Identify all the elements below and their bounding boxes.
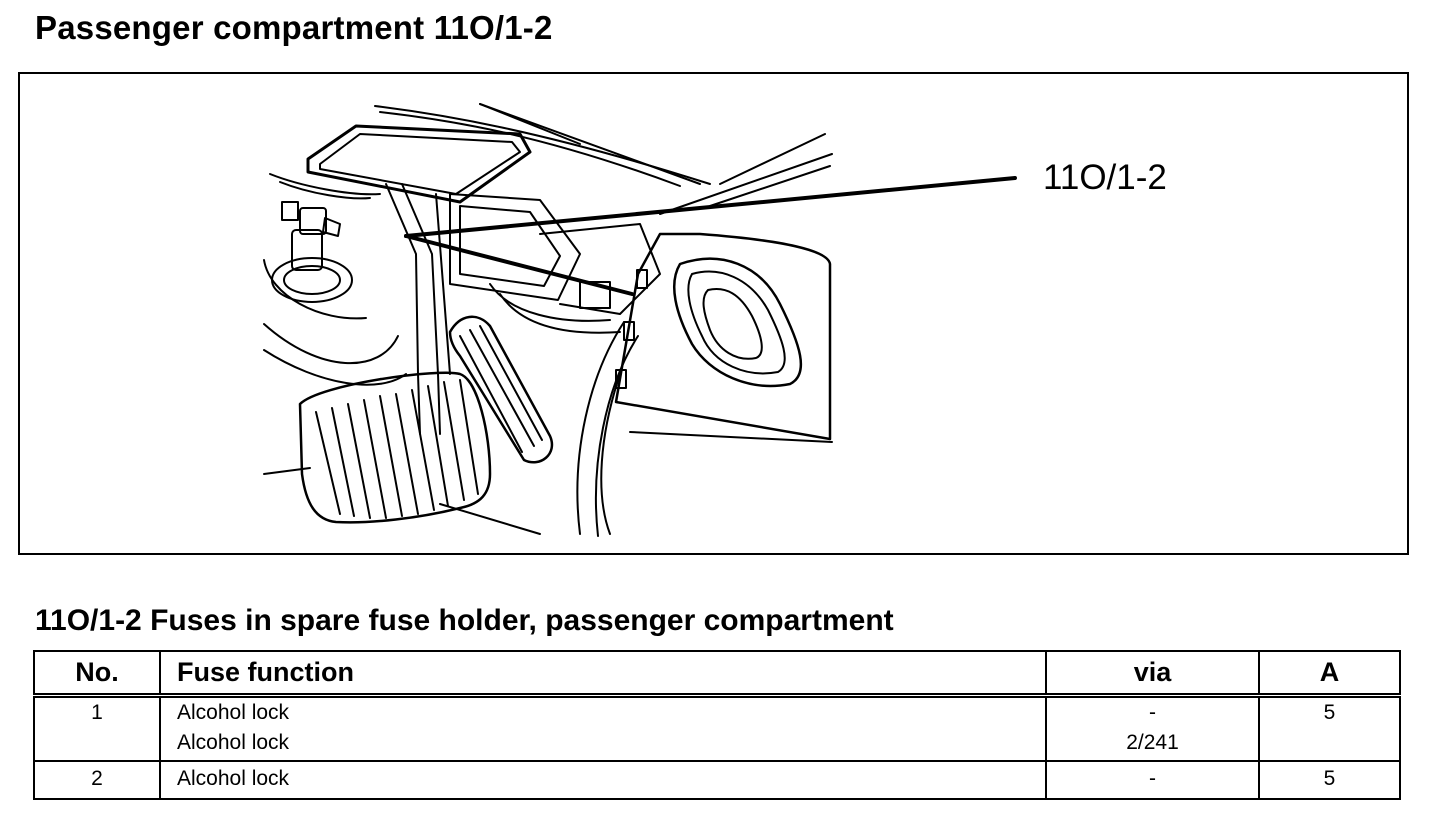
section-title: 11O/1-2 Fuses in spare fuse holder, pass… <box>35 604 894 637</box>
cell-fuse-function: Alcohol lock <box>159 760 1047 800</box>
location-figure: 11O/1-2 <box>18 72 1409 555</box>
page-title: Passenger compartment 11O/1-2 <box>35 9 553 46</box>
fuse-table: No. Fuse function via A 1 Alcohol lock A… <box>33 650 1401 800</box>
header-fuse-function: Fuse function <box>159 650 1047 698</box>
header-no: No. <box>33 650 161 698</box>
header-via: via <box>1045 650 1260 698</box>
header-amperage: A <box>1258 650 1401 698</box>
cell-amperage: 5 <box>1258 760 1401 800</box>
cell-via: - <box>1045 760 1260 800</box>
cell-no: 1 <box>33 694 161 762</box>
table-row: 1 Alcohol lock Alcohol lock - 2/241 5 <box>33 694 1401 762</box>
cell-via: - 2/241 <box>1045 694 1260 762</box>
fuse-holder-callout-label: 11O/1-2 <box>1043 158 1167 197</box>
table-header-row: No. Fuse function via A <box>33 650 1401 698</box>
cell-amperage: 5 <box>1258 694 1401 762</box>
table-row: 2 Alcohol lock - 5 <box>33 760 1401 800</box>
cell-fuse-function: Alcohol lock Alcohol lock <box>159 694 1047 762</box>
cell-no: 2 <box>33 760 161 800</box>
pedal-area-drawing <box>263 103 1017 537</box>
